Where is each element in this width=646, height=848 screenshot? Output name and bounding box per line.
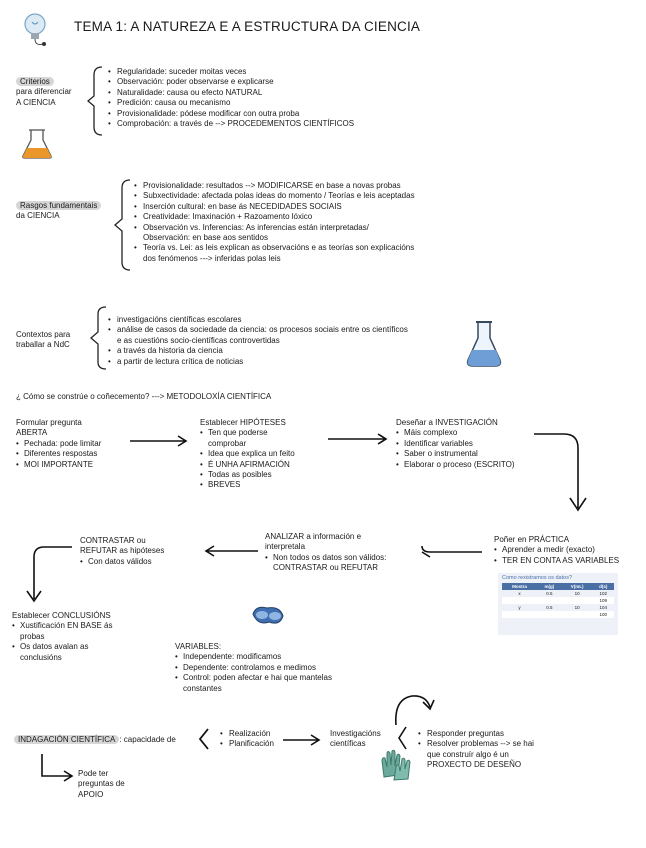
list-item: Predición: causa ou mecanismo <box>108 98 354 109</box>
list-item: Saber o instrumental <box>396 449 515 460</box>
arrow-down-right <box>41 754 74 782</box>
investigacions-label: Investigacións científicas <box>330 729 381 749</box>
indagacion-right-list: Responder preguntas Resolver problemas -… <box>418 729 534 771</box>
rasgos-label: Rasgos fundamentais da CIENCIA <box>16 201 102 222</box>
gloves-icon <box>378 747 414 783</box>
list-item: Comprobación: a través de --> PROCEDEMEN… <box>108 119 354 130</box>
flask-icon <box>464 320 504 370</box>
criterios-bracket <box>86 66 103 136</box>
list-item: a través da historia da ciencia <box>108 346 408 357</box>
analizar-block: ANALIZAR a información e interpretala No… <box>265 532 386 574</box>
arrow-right-1 <box>130 435 188 447</box>
list-item: Inserción cultural: en base ás NECEDIDAD… <box>134 202 415 213</box>
deseñar-block: Deseñar a INVESTIGACIÓN Máis complexo Id… <box>396 418 515 470</box>
page-title: TEMA 1: A NATUREZA E A ESTRUCTURA DA CIE… <box>74 19 421 34</box>
indagacion-bracket-2 <box>398 726 407 750</box>
rasgos-list: Provisionalidade: resultados --> MODIFIC… <box>134 181 415 264</box>
list-item: Os datos avalan as conclusións <box>12 642 112 663</box>
indagacion-list: Realización Planificación <box>220 729 274 750</box>
contextos-list: investigacións científicas escolares aná… <box>108 315 408 367</box>
list-item: Subxectividade: afectada polas ideas do … <box>134 191 415 202</box>
arrow-loop <box>395 695 435 726</box>
question-line: ¿ Cómo se constrúe o coñecemento? ---> M… <box>16 392 272 401</box>
list-item: TER EN CONTA AS VARIABLES <box>494 556 619 567</box>
criterios-list: Regularidade: suceder moitas veces Obser… <box>108 67 354 130</box>
list-item: Diferentes respostas <box>16 449 101 460</box>
indagacion-bracket <box>198 728 209 750</box>
list-item: Idea que explica un feito <box>200 449 295 460</box>
arrow-right-2 <box>328 433 388 445</box>
practica-block: Poñer en PRÁCTICA Aprender a medir (exac… <box>494 535 619 567</box>
list-item: Independente: modificamos <box>175 652 332 663</box>
list-item: Control: poden afectar e hai que mantela… <box>175 673 332 694</box>
apoio-label: Pode ter preguntas de APOIO <box>78 769 125 799</box>
list-item: Responder preguntas <box>418 729 534 740</box>
indagacion-label: INDAGACIÓN CIENTÍFICA: capacidade de <box>14 735 176 745</box>
list-item: Todas as posibles <box>200 470 295 481</box>
list-item: Pechada: pode limitar <box>16 439 101 450</box>
list-item: Dependente: controlamos e medimos <box>175 663 332 674</box>
list-item: investigacións científicas escolares <box>108 315 408 326</box>
list-item: MOI IMPORTANTE <box>16 460 101 471</box>
arrow-left-2 <box>204 545 258 557</box>
list-item: Ten que poderse comprobar <box>200 428 295 449</box>
arrow-down-left <box>26 546 72 603</box>
list-item: Teoría vs. Lei: as leis explican as obse… <box>134 243 415 264</box>
list-item: Non todos os datos son válidos: CONTRAST… <box>265 553 386 574</box>
formular-block: Formular pregunta ABERTA Pechada: pode l… <box>16 418 101 470</box>
list-item: Naturalidade: causa ou efecto NATURAL <box>108 88 354 99</box>
list-item: Provisionalidade: resultados --> MODIFIC… <box>134 181 415 192</box>
list-item: Resolver problemas --> se hai que constr… <box>418 739 534 770</box>
arrow-right-3 <box>283 734 321 746</box>
lightbulb-icon <box>17 10 57 50</box>
list-item: Provisionalidade: pódese modificar con o… <box>108 109 354 120</box>
list-item: a partir de lectura crítica de noticias <box>108 357 408 368</box>
conclusions-block: Establecer CONCLUSIÓNS Xustificación EN … <box>12 611 112 663</box>
list-item: Xustificación EN BASE ás probas <box>12 621 112 642</box>
list-item: Con datos válidos <box>80 557 164 568</box>
list-item: Observación: poder observarse e explicar… <box>108 77 354 88</box>
list-item: Máis complexo <box>396 428 515 439</box>
contextos-label: Contextos para traballar a NdC <box>16 330 71 350</box>
data-table-card: Como rexistramos os datos? Mostra m(g) V… <box>498 573 618 635</box>
list-item: Identificar variables <box>396 439 515 450</box>
list-item: Aprender a medir (exacto) <box>494 545 619 556</box>
arrow-down-curve <box>534 433 587 512</box>
list-item: análise de casos da sociedade da ciencia… <box>108 325 408 346</box>
list-item: Realización <box>220 729 274 740</box>
table-header: V(mL) <box>570 584 584 589</box>
table-header: d(s) <box>599 584 608 589</box>
table-title: Como rexistramos os datos? <box>502 575 572 581</box>
contrastar-block: CONTRASTAR ou REFUTAR as hipóteses Con d… <box>80 536 164 568</box>
variables-block: VARIABLES: Independente: modificamos Dep… <box>175 642 332 694</box>
list-item: Observación vs. Inferencias: As inferenc… <box>134 223 415 244</box>
list-item: Regularidade: suceder moitas veces <box>108 67 354 78</box>
goggles-icon <box>250 602 286 628</box>
arrow-left-1 <box>421 545 482 558</box>
rasgos-bracket <box>114 179 131 271</box>
table-header: Mostra <box>512 584 527 589</box>
table-header: m(g) <box>544 584 555 589</box>
list-item: Planificación <box>220 739 274 750</box>
table-row: 100 <box>502 611 614 618</box>
list-item: Creatividade: Imaxinación + Razoamento l… <box>134 212 415 223</box>
table-row: 109 <box>502 597 614 604</box>
list-item: BREVES <box>200 480 295 491</box>
contextos-bracket <box>90 306 107 370</box>
list-item: Elaborar o proceso (ESCRITO) <box>396 460 515 471</box>
hipoteses-block: Establecer HIPÓTESES Ten que poderse com… <box>200 418 295 491</box>
criterios-label: Criterios para diferenciar A CIENCIA <box>16 77 72 107</box>
list-item: É UNHA AFIRMACIÓN <box>200 460 295 471</box>
beaker-icon <box>20 128 54 160</box>
